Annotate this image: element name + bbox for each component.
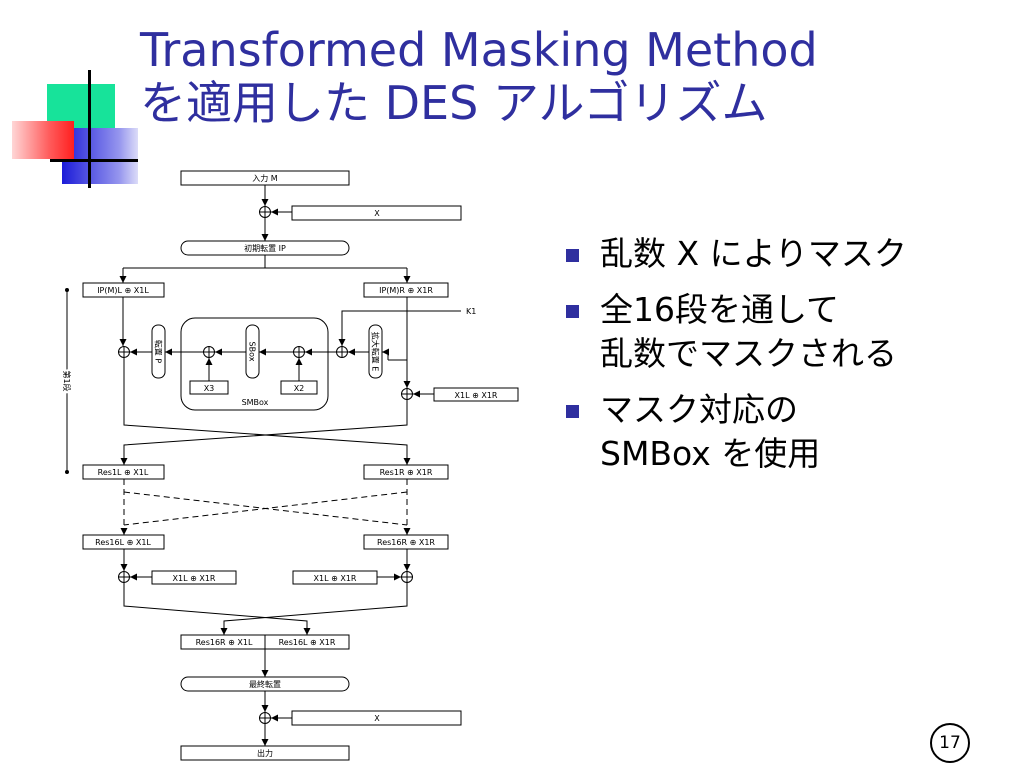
x1lr-round-label: X1L ⊕ X1R xyxy=(455,391,498,400)
slide-title-line1: Transformed Masking Method xyxy=(140,23,818,77)
x-top-box xyxy=(291,205,462,221)
k1-label: K1 xyxy=(466,307,476,316)
slide-title: Transformed Masking Method を適用した DES アルゴ… xyxy=(140,24,818,130)
bullet-text-line: マスク対応の xyxy=(600,390,798,429)
ipr-label: IP(M)R ⊕ X1R xyxy=(379,286,433,295)
bullet-item: マスク対応の SMBox を使用 xyxy=(560,388,1000,476)
ipl-label: IP(M)L ⊕ X1L xyxy=(97,286,149,295)
res1r-box xyxy=(363,464,449,480)
decor-horizontal-line xyxy=(50,159,138,162)
sbox-label: SBox xyxy=(248,342,257,362)
x-top-label: X xyxy=(374,209,380,218)
bullet-square-icon xyxy=(566,249,579,262)
input-label: 入力 M xyxy=(252,173,278,183)
decor-red-block xyxy=(12,121,74,159)
initial-perm-label: 初期転置 IP xyxy=(244,243,286,253)
round1-label: 第1段 xyxy=(62,370,72,391)
output-label: 出力 xyxy=(257,748,273,758)
res1l-label: Res1L ⊕ X1L xyxy=(98,468,149,477)
bullet-text-line: 全16段を通して xyxy=(600,290,840,329)
bullet-text-line: 乱数 X によりマスク xyxy=(600,234,907,273)
bullet-text-line: SMBox を使用 xyxy=(600,434,821,473)
decor-blue-block xyxy=(62,128,138,184)
perm-p-label: 転置 P xyxy=(154,340,163,364)
bullet-square-icon xyxy=(566,405,579,418)
x2-label: X2 xyxy=(294,384,305,393)
res1r-label: Res1R ⊕ X1R xyxy=(380,468,433,477)
x3-label: X3 xyxy=(204,384,215,393)
res16r-box xyxy=(363,534,449,550)
smbox-label: SMBox xyxy=(242,398,269,407)
decor-vertical-line xyxy=(88,70,91,188)
bullet-item: 全16段を通して 乱数でマスクされる xyxy=(560,288,1000,376)
x-bottom-label: X xyxy=(374,714,380,723)
output-box xyxy=(180,745,350,761)
ipr-box xyxy=(363,282,449,298)
final-perm-label: 最終転置 xyxy=(249,679,281,689)
slide-title-line2: を適用した DES アルゴリズム xyxy=(140,76,768,130)
bullet-text-line: 乱数でマスクされる xyxy=(600,334,897,373)
bullet-list: 乱数 X によりマスク 全16段を通して 乱数でマスクされる マスク対応の SM… xyxy=(560,232,1000,488)
page-number: 17 xyxy=(930,723,970,763)
swap-right-label: Res16L ⊕ X1R xyxy=(279,638,336,647)
x1lr-left-label: X1L ⊕ X1R xyxy=(173,574,216,583)
expand-e-label: 拡大転置 E xyxy=(371,332,381,372)
res16l-label: Res16L ⊕ X1L xyxy=(95,538,151,547)
bullet-item: 乱数 X によりマスク xyxy=(560,232,1000,276)
bullet-square-icon xyxy=(566,305,579,318)
smbox-container xyxy=(180,317,329,411)
swap-left-label: Res16R ⊕ X1L xyxy=(196,638,253,647)
x1lr-right-label: X1L ⊕ X1R xyxy=(314,574,357,583)
res16r-label: Res16R ⊕ X1R xyxy=(377,538,435,547)
